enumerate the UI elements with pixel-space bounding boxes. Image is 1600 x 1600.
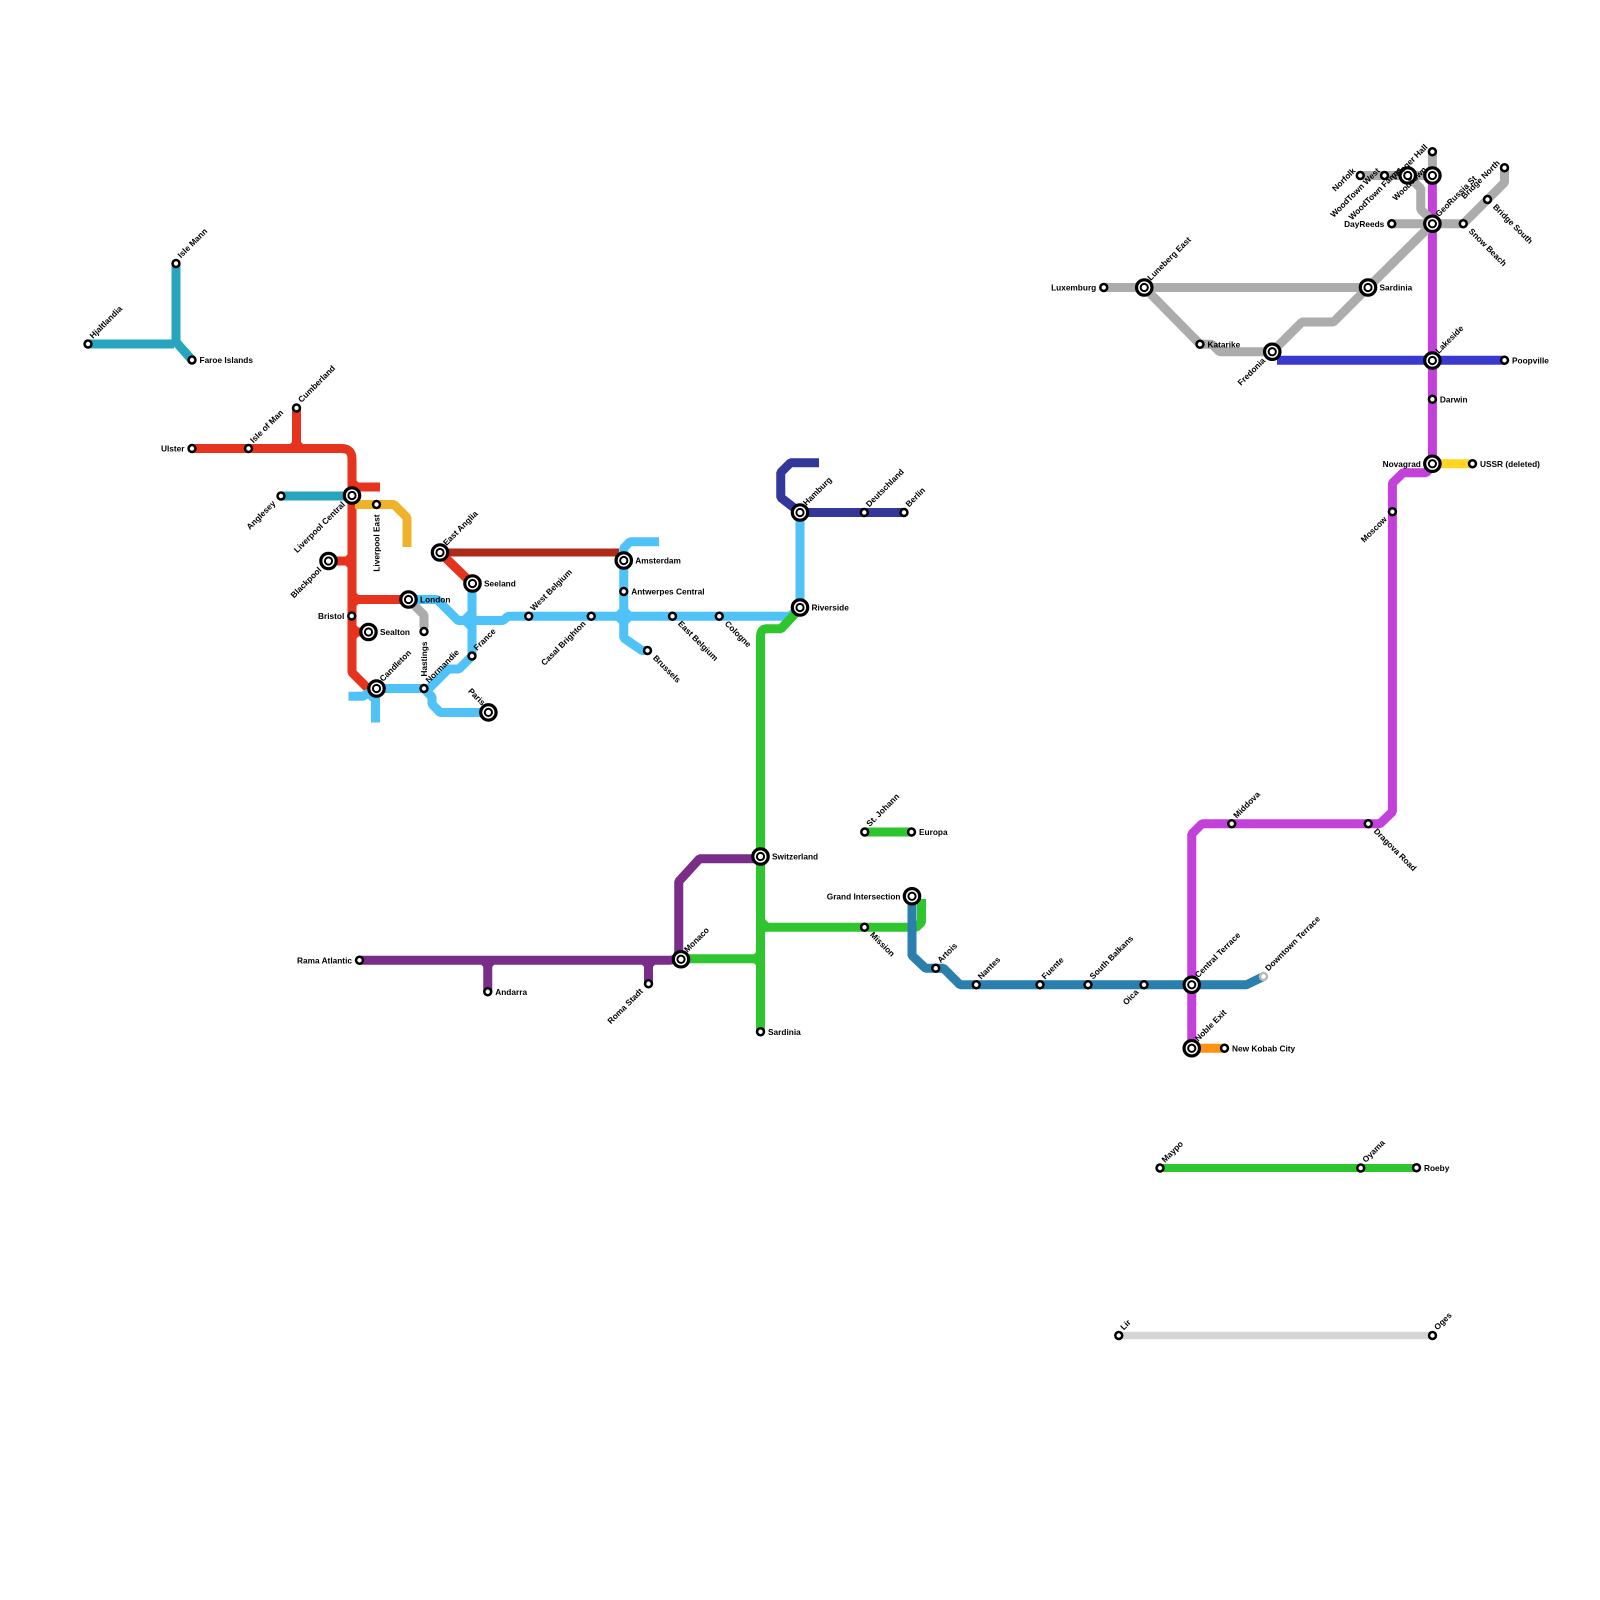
svg-text:Andarra: Andarra (495, 987, 527, 997)
svg-text:DayReeds: DayReeds (1344, 219, 1385, 229)
svg-text:Riverside: Riverside (812, 603, 850, 613)
svg-text:Darwin: Darwin (1440, 394, 1468, 404)
svg-text:Seeland: Seeland (484, 579, 516, 589)
svg-text:USSR (deleted): USSR (deleted) (1480, 459, 1540, 469)
svg-text:Antwerpes Central: Antwerpes Central (631, 587, 704, 597)
svg-text:Bristol: Bristol (318, 611, 344, 621)
svg-text:Amsterdam: Amsterdam (635, 556, 681, 566)
svg-text:Hastings: Hastings (419, 641, 429, 676)
svg-text:Sealton: Sealton (380, 627, 410, 637)
svg-text:Grand Intersection: Grand Intersection (827, 891, 901, 901)
svg-text:Poopville: Poopville (1512, 355, 1549, 365)
svg-text:New Kobab City: New Kobab City (1232, 1043, 1296, 1053)
svg-text:Europa: Europa (919, 827, 948, 837)
svg-text:Roeby: Roeby (1424, 1163, 1450, 1173)
svg-text:Novagrad: Novagrad (1383, 459, 1421, 469)
svg-text:Sardinia: Sardinia (768, 1027, 801, 1037)
svg-text:Liverpool East: Liverpool East (372, 514, 382, 571)
svg-text:Luxemburg: Luxemburg (1051, 283, 1096, 293)
svg-text:Ulster: Ulster (161, 444, 185, 454)
svg-text:Faroe Islands: Faroe Islands (200, 355, 254, 365)
svg-text:Sardinia: Sardinia (1380, 283, 1413, 293)
svg-text:Rama Atlantic: Rama Atlantic (297, 955, 352, 965)
svg-text:Katarike: Katarike (1208, 339, 1241, 349)
svg-text:Switzerland: Switzerland (772, 852, 818, 862)
svg-text:London: London (420, 595, 450, 605)
